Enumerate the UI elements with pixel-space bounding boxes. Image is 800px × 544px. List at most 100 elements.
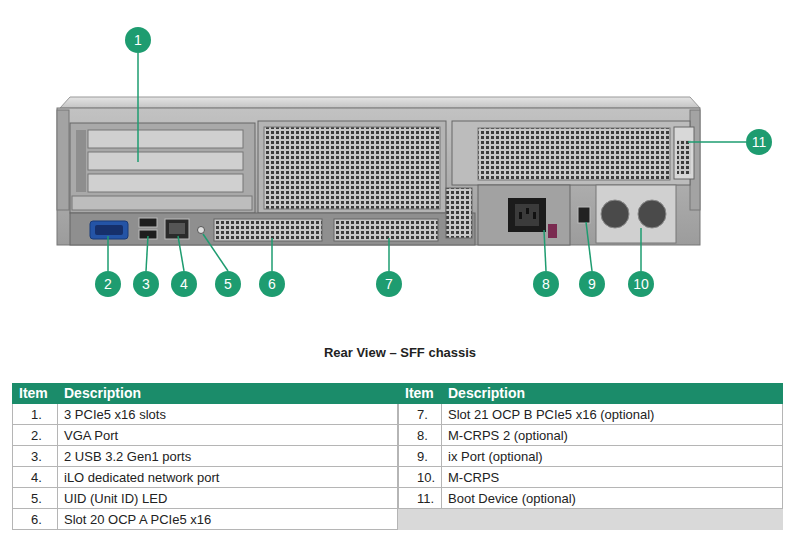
cell-text: 5.: [31, 491, 42, 506]
table-item-cell: 3.: [12, 446, 58, 467]
header-text: Description: [448, 385, 525, 401]
ocp-slot: [214, 219, 322, 241]
callout-circle: 11: [746, 129, 772, 155]
figure-title: Rear View – SFF chassis: [324, 345, 476, 360]
table-item-cell: 8.: [398, 425, 442, 446]
table-item-cell: 5.: [12, 488, 58, 509]
riser-base: [72, 196, 252, 210]
callout-circle: 8: [533, 271, 559, 297]
cell-text: 6.: [31, 512, 42, 527]
psu-bay: [478, 185, 570, 245]
cell-text: 11.: [417, 491, 434, 506]
table-description-cell: UID (Unit ID) LED: [58, 488, 398, 509]
cell-text: M-CRPS: [448, 470, 499, 485]
pcie-slot: [88, 152, 243, 170]
cell-text: 8.: [417, 428, 428, 443]
table-description-cell: Slot 20 OCP A PCIe5 x16: [58, 509, 398, 530]
table-header-cell: Item: [398, 383, 442, 404]
header-text: Item: [19, 385, 48, 401]
ocp-slot: [334, 219, 438, 241]
ix-port: [578, 207, 590, 223]
usb-port: [139, 218, 157, 227]
table-header-cell: Description: [58, 383, 398, 404]
callout-number: 8: [542, 277, 550, 291]
psu-opening: [601, 200, 629, 228]
upper-right-bay: [452, 121, 690, 185]
header-text: Description: [64, 385, 141, 401]
empty-table-cell: [398, 509, 783, 530]
vent-mesh: [446, 188, 472, 238]
callout-number: 7: [385, 277, 393, 291]
psu-opening: [638, 200, 666, 228]
table-item-cell: 10.: [398, 467, 442, 488]
callout-circle: 10: [628, 271, 654, 297]
slot-bracket: [76, 130, 86, 192]
rack-ear: [57, 110, 69, 210]
cell-text: ix Port (optional): [448, 449, 543, 464]
table-header-cell: Description: [442, 383, 783, 404]
chassis-lid: [60, 97, 700, 108]
cell-text: 2.: [31, 428, 42, 443]
callout-number: 4: [180, 277, 188, 291]
table-description-cell: iLO dedicated network port: [58, 467, 398, 488]
power-inlet-socket: [515, 204, 539, 226]
callout-circle: 6: [259, 271, 285, 297]
vga-port: [90, 221, 128, 239]
cell-text: Boot Device (optional): [448, 491, 576, 506]
callout-circle: 1: [125, 27, 151, 53]
cell-text: 1.: [31, 407, 42, 422]
table-description-cell: 2 USB 3.2 Gen1 ports: [58, 446, 398, 467]
callout-number: 3: [142, 277, 150, 291]
vent-mesh: [478, 128, 670, 180]
callout-circle: 5: [215, 271, 241, 297]
boot-device: [674, 127, 694, 179]
callout-circle: 9: [579, 271, 605, 297]
table-description-cell: ix Port (optional): [442, 446, 783, 467]
center-frame: [258, 121, 446, 213]
cell-text: 10.: [417, 470, 435, 485]
callout-circle: 2: [95, 271, 121, 297]
callout-number: 9: [588, 277, 596, 291]
callout-circle: 4: [171, 271, 197, 297]
cell-text: VGA Port: [64, 428, 118, 443]
cell-text: 3.: [31, 449, 42, 464]
uid-led: [198, 227, 205, 234]
cell-text: 7.: [417, 407, 428, 422]
riser-cage: [70, 123, 255, 213]
rj45-port: [165, 219, 189, 239]
rj45-socket: [169, 223, 185, 234]
callout-number: 11: [752, 135, 767, 149]
boot-device-vent: [677, 140, 691, 174]
power-inlet: [508, 198, 546, 232]
table-description-cell: VGA Port: [58, 425, 398, 446]
table-item-cell: 4.: [12, 467, 58, 488]
cell-text: M-CRPS 2 (optional): [448, 428, 568, 443]
psu-module: [596, 185, 676, 243]
cell-text: 9.: [417, 449, 428, 464]
cell-text: UID (Unit ID) LED: [64, 491, 167, 506]
callout-number: 10: [633, 277, 649, 291]
table-item-cell: 11.: [398, 488, 442, 509]
leader-lines: [108, 53, 746, 271]
callout-circle: 3: [133, 271, 159, 297]
cell-text: Slot 21 OCP B PCIe5 x16 (optional): [448, 407, 654, 422]
cell-text: iLO dedicated network port: [64, 470, 219, 485]
vga-socket: [95, 225, 123, 235]
table-header-cell: Item: [12, 383, 58, 404]
cell-text: 3 PCIe5 x16 slots: [64, 407, 166, 422]
table-item-cell: 6.: [12, 509, 58, 530]
table-description-cell: Boot Device (optional): [442, 488, 783, 509]
vent-mesh: [264, 127, 440, 209]
cell-text: Slot 20 OCP A PCIe5 x16: [64, 512, 211, 527]
psu-latch: [548, 224, 557, 238]
table-item-cell: 7.: [398, 404, 442, 425]
pcie-slot: [88, 174, 243, 192]
table-item-cell: 2.: [12, 425, 58, 446]
table-description-cell: M-CRPS: [442, 467, 783, 488]
table-description-cell: M-CRPS 2 (optional): [442, 425, 783, 446]
table-description-cell: 3 PCIe5 x16 slots: [58, 404, 398, 425]
callout-number: 2: [104, 277, 112, 291]
cell-text: 4.: [31, 470, 42, 485]
table-description-cell: Slot 21 OCP B PCIe5 x16 (optional): [442, 404, 783, 425]
